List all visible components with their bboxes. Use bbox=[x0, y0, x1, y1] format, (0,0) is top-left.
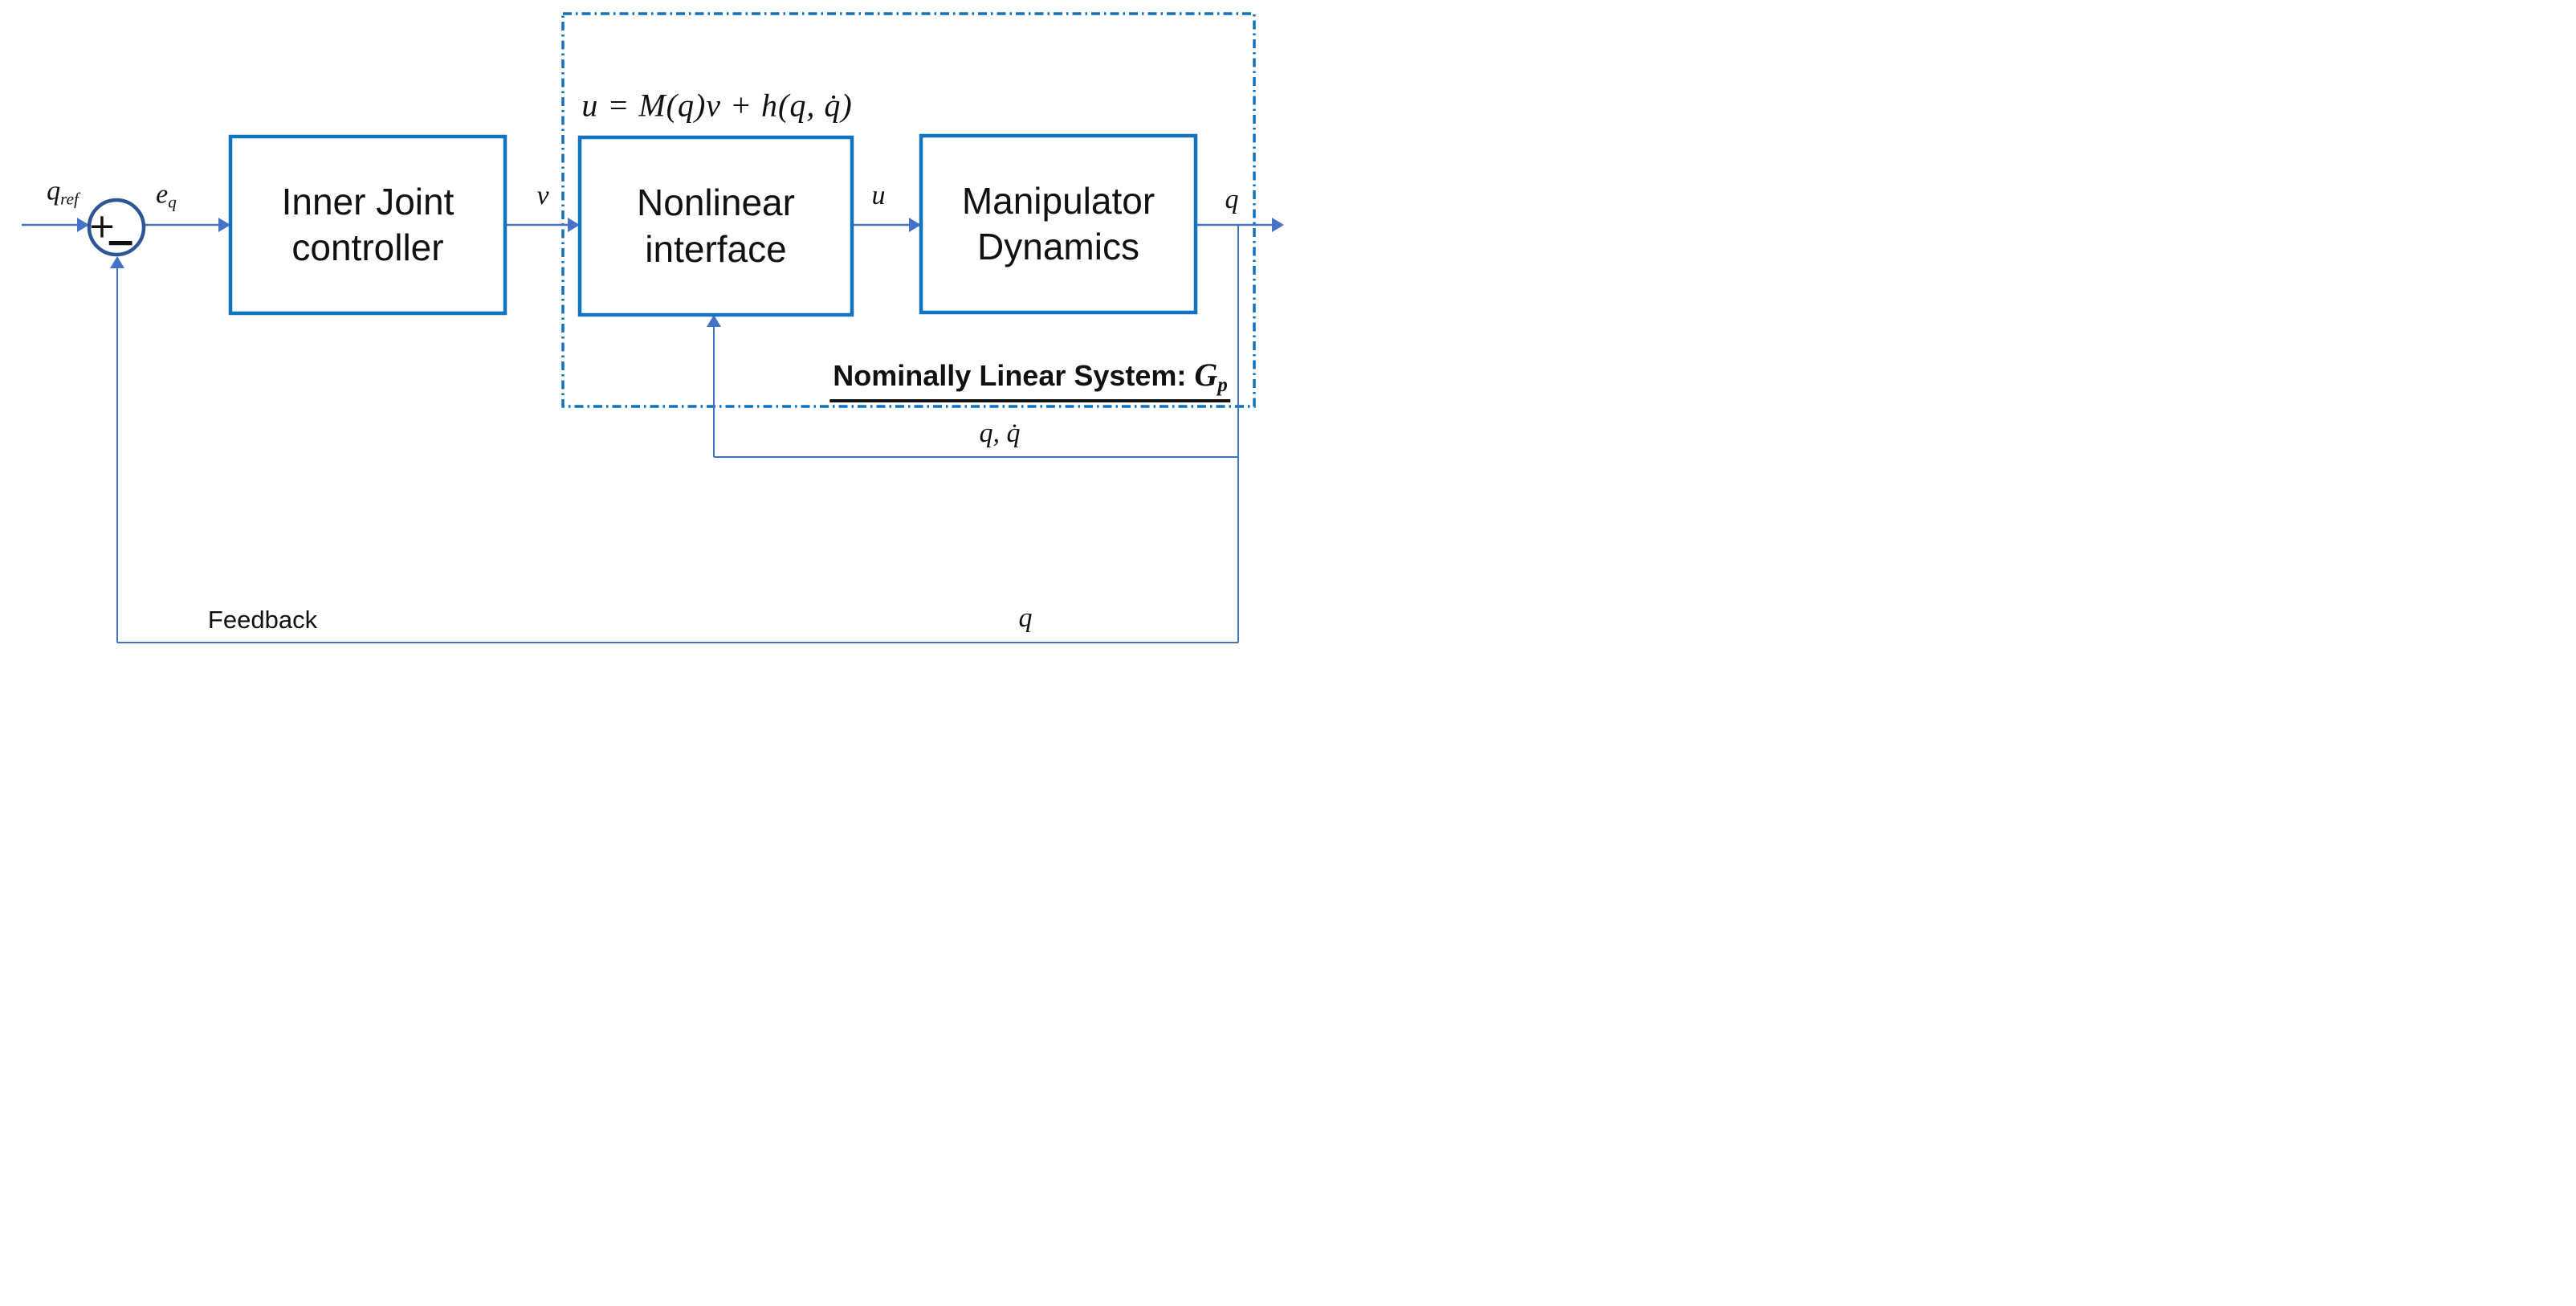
nominal-system-label: Nominally Linear System: Gp bbox=[829, 356, 1231, 402]
u-signal-label: u bbox=[871, 181, 886, 210]
diagram-graphics bbox=[22, 12, 1284, 643]
input-signal-sub: ref bbox=[60, 189, 79, 209]
nominal-system-text: Nominally Linear System: bbox=[833, 359, 1195, 393]
inner-joint-controller-label: Inner Joint controller bbox=[281, 180, 454, 268]
nonlinear-interface-label: Nonlinear interface bbox=[637, 182, 795, 270]
nominal-system-boundary bbox=[561, 12, 1256, 408]
error-signal-sub: q bbox=[168, 192, 177, 212]
inner-joint-controller-block bbox=[228, 134, 507, 316]
arrowhead-state-feedback-up bbox=[707, 315, 721, 327]
arrowhead-output bbox=[1272, 218, 1284, 232]
error-signal-label: eq bbox=[156, 180, 177, 213]
input-signal-label: qref bbox=[47, 177, 79, 210]
manipulator-dynamics-block bbox=[919, 133, 1198, 315]
arrowhead-into-interface bbox=[568, 218, 580, 232]
feedback-caption: Feedback bbox=[207, 606, 318, 634]
arrowhead-into-controller bbox=[218, 218, 230, 232]
plus-sign: + bbox=[88, 206, 116, 246]
arrowhead-feedback-up bbox=[110, 256, 124, 268]
nonlinear-interface-block bbox=[577, 135, 854, 317]
interface-equation: u = M(q)v + h(q, q̇) bbox=[581, 87, 853, 124]
arrowhead-into-junction bbox=[77, 218, 89, 232]
v-signal-label: v bbox=[536, 181, 549, 210]
state-feedback-label: q, q̇ bbox=[979, 418, 1021, 448]
output-signal-label: q bbox=[1225, 185, 1239, 214]
summing-junction bbox=[87, 198, 146, 257]
nominal-system-symbol: G bbox=[1194, 357, 1218, 394]
nominal-system-symbol-sub: p bbox=[1217, 373, 1228, 396]
arrowhead-into-dynamics bbox=[909, 218, 921, 232]
feedback-signal-label: q bbox=[1018, 603, 1033, 633]
minus-sign: − bbox=[104, 220, 137, 263]
error-signal-base: e bbox=[156, 179, 169, 210]
input-signal-base: q bbox=[47, 176, 61, 206]
block-diagram: + − qref eq v u q u = M(q)v + h(q, q̇) I… bbox=[0, 0, 1288, 653]
manipulator-dynamics-label: Manipulator Dynamics bbox=[961, 179, 1156, 267]
